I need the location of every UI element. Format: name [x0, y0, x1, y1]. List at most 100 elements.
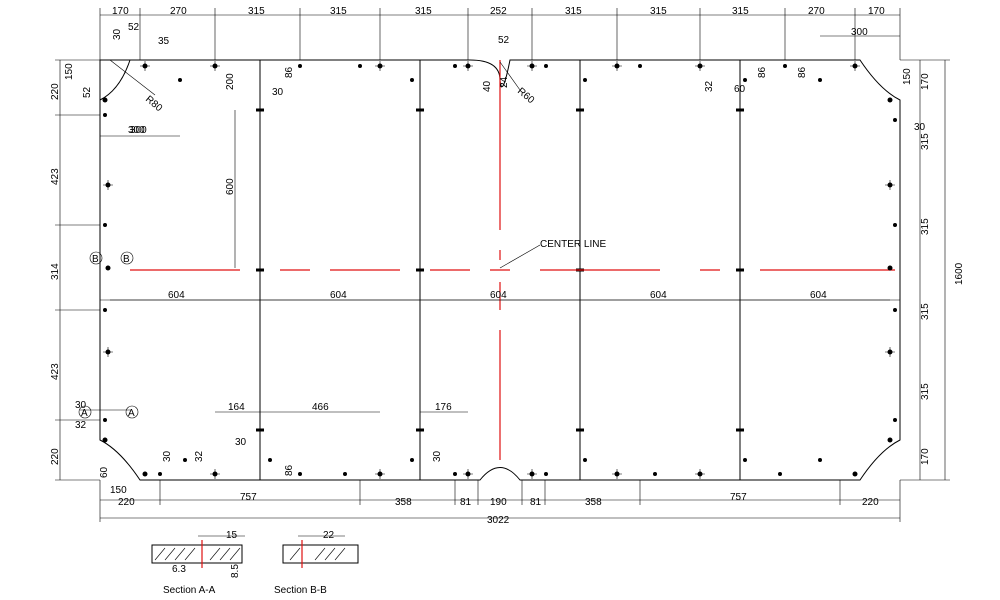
- dim-label: 24: [499, 76, 510, 88]
- hole-crosshairs: [103, 61, 895, 479]
- dim-label: 30: [162, 450, 173, 462]
- dim-label: 300: [130, 125, 147, 136]
- section-b-dim: 22: [323, 530, 335, 541]
- dim-label: 3022: [487, 515, 510, 526]
- section-a-dim: 15: [226, 530, 238, 541]
- section-a-dim: 8.5: [230, 564, 241, 578]
- dim-label: 32: [75, 420, 87, 431]
- dim-label: 220: [118, 497, 135, 508]
- radius-label: R60: [515, 86, 536, 107]
- dim-label: 30: [914, 122, 926, 133]
- dim-label: 60: [734, 84, 746, 95]
- row-dimension-labels: 604 604 604 604 604: [168, 290, 827, 301]
- section-a-label: Section A-A: [163, 585, 216, 596]
- dim-label: 315: [732, 6, 749, 17]
- dim-label: 604: [810, 290, 827, 301]
- dim-label: 315: [920, 133, 931, 150]
- dim-label: 315: [920, 383, 931, 400]
- radius-label: R80: [143, 94, 164, 115]
- dim-label: 32: [194, 450, 205, 462]
- dim-label: 315: [415, 6, 432, 17]
- dim-label: 150: [64, 63, 75, 80]
- dim-label: 176: [435, 402, 452, 413]
- dim-label: 30: [432, 450, 443, 462]
- dim-label: 270: [808, 6, 825, 17]
- misc-dimension-labels: 200 30 86 600 300 32 60 86 40 24 164 466…: [128, 66, 808, 476]
- mounting-holes: [102, 63, 897, 477]
- dim-label: 30: [112, 28, 123, 40]
- dim-label: 220: [50, 448, 61, 465]
- marker-label: A: [128, 408, 135, 419]
- dim-label: 81: [460, 497, 472, 508]
- dim-label: 315: [248, 6, 265, 17]
- dim-label: 604: [490, 290, 507, 301]
- dim-label: 757: [240, 492, 257, 503]
- dim-label: 40: [482, 80, 493, 92]
- center-line-label: CENTER LINE: [540, 239, 606, 250]
- top-dimension-labels: 170 270 315 315 315 252 315 315 315 270 …: [112, 6, 885, 17]
- marker-label: A: [81, 408, 88, 419]
- radius-labels: R80 R60: [143, 86, 536, 115]
- dim-label: 300: [851, 27, 868, 38]
- dimension-lines: [55, 8, 950, 522]
- section-a-dim: 6.3: [172, 564, 186, 575]
- dim-label: 423: [50, 168, 61, 185]
- dim-label: 81: [530, 497, 542, 508]
- dim-label: 315: [565, 6, 582, 17]
- dim-label: 315: [920, 218, 931, 235]
- dim-label: 252: [490, 6, 507, 17]
- dim-label: 466: [312, 402, 329, 413]
- dim-label: 1600: [954, 262, 965, 285]
- dim-label: 150: [902, 68, 913, 85]
- dim-label: 60: [99, 466, 110, 478]
- dim-label: 30: [235, 437, 247, 448]
- section-a-drawing: [151, 535, 245, 568]
- marker-label: B: [92, 254, 99, 265]
- left-dimension-labels: 220 150 52 423 314 423 220 30 32 60 150: [50, 63, 127, 496]
- top-small-labels: 35 30 52 300 52: [112, 22, 868, 47]
- dim-label: 358: [395, 497, 412, 508]
- dim-label: 315: [650, 6, 667, 17]
- dim-label: 150: [110, 485, 127, 496]
- section-b-label: Section B-B: [274, 585, 327, 596]
- dim-label: 32: [704, 80, 715, 92]
- section-labels: Section A-A 15 6.3 8.5 Section B-B 22: [163, 530, 335, 596]
- section-markers: [78, 251, 139, 419]
- dim-label: 35: [158, 36, 170, 47]
- dim-label: 170: [920, 448, 931, 465]
- dim-label: 423: [50, 363, 61, 380]
- marker-label: B: [123, 254, 130, 265]
- dim-label: 315: [920, 303, 931, 320]
- dim-label: 300: [128, 125, 145, 136]
- pocket-radii: [109, 59, 521, 96]
- dim-label: 86: [284, 66, 295, 78]
- center-lines: [130, 60, 895, 460]
- dim-label: 170: [920, 73, 931, 90]
- dim-label: 358: [585, 497, 602, 508]
- dim-label: 220: [862, 497, 879, 508]
- dim-label: 600: [225, 178, 236, 195]
- dim-label: 52: [498, 35, 510, 46]
- dim-label: 86: [284, 464, 295, 476]
- dim-label: 52: [82, 86, 93, 98]
- dim-label: 315: [330, 6, 347, 17]
- dim-label: 52: [128, 22, 140, 33]
- dim-label: 190: [490, 497, 507, 508]
- right-dimension-labels: 150 170 30 315 315 315 315 170 1600: [902, 68, 965, 465]
- marker-labels: A A B B: [81, 254, 135, 419]
- dim-label: 604: [330, 290, 347, 301]
- dim-label: 30: [272, 87, 284, 98]
- dim-label: 86: [757, 66, 768, 78]
- dim-label: 170: [868, 6, 885, 17]
- section-b-drawing: [282, 535, 359, 568]
- dim-label: 164: [228, 402, 245, 413]
- dim-label: 604: [650, 290, 667, 301]
- dim-label: 220: [50, 83, 61, 100]
- dim-label: 314: [50, 263, 61, 280]
- dim-label: 86: [797, 66, 808, 78]
- dim-label: 757: [730, 492, 747, 503]
- dim-label: 604: [168, 290, 185, 301]
- dim-label: 30: [75, 400, 87, 411]
- dim-label: 170: [112, 6, 129, 17]
